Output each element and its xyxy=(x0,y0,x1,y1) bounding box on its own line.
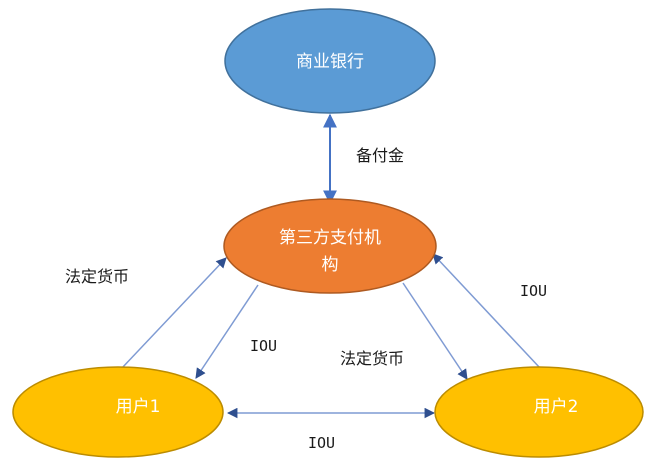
node-third-party-shape xyxy=(223,198,437,294)
edge-user2-to-third-label: IOU xyxy=(520,282,547,300)
node-bank: 商业银行 xyxy=(224,8,436,114)
edge-reserve-label: 备付金 xyxy=(356,146,404,165)
node-bank-label: 商业银行 xyxy=(296,52,364,72)
node-user1: 用户1 xyxy=(12,366,224,458)
node-user1-shape xyxy=(12,366,224,458)
edge-third-to-user2-label: 法定货币 xyxy=(340,349,404,368)
edge-user1-to-third-line xyxy=(121,257,227,369)
node-bank-shape xyxy=(224,8,436,114)
node-user2: 用户2 xyxy=(434,366,644,458)
edge-user2-to-third-line xyxy=(432,253,541,369)
node-user2-shape xyxy=(434,366,644,458)
node-third-party: 第三方支付机 构 xyxy=(223,198,437,294)
edge-third-to-user1-line xyxy=(195,284,259,379)
node-third-party-label-line1: 第三方支付机 xyxy=(279,228,381,248)
node-third-party-label-line2: 构 xyxy=(322,255,339,275)
node-user2-label: 用户2 xyxy=(534,397,579,417)
edge-third-to-user2-line xyxy=(402,282,468,380)
edge-user1-user2-label: IOU xyxy=(308,434,335,452)
edge-third-to-user1-label: IOU xyxy=(250,337,277,355)
edge-user1-to-third-label: 法定货币 xyxy=(65,267,129,286)
node-user1-label: 用户1 xyxy=(116,397,161,417)
